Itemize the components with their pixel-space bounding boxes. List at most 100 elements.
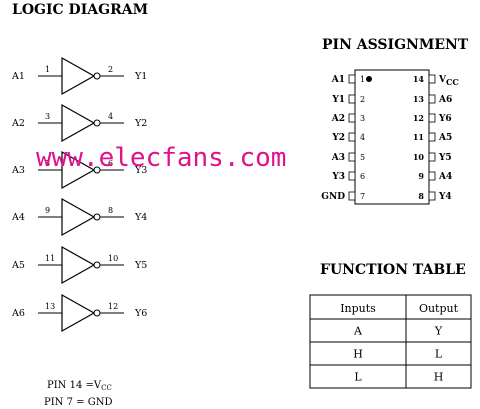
- ic-left-pin: [348, 74, 356, 84]
- gate-input-label: A1: [11, 71, 25, 82]
- ic-right-pin-number: 8: [418, 191, 424, 201]
- pin14-note: PIN 14 =VCC: [47, 380, 112, 392]
- ic-left-pin-label: A2: [331, 114, 345, 124]
- inverter-gate: A4 9 8Y4: [11, 197, 147, 237]
- ic-right-pin-number: 11: [413, 132, 424, 142]
- ic-right-pin-label: VCC: [438, 75, 459, 87]
- ic-right-pin-label: Y4: [438, 192, 452, 202]
- ic-left-pin-number: 7: [360, 192, 365, 201]
- gate-output-label: Y4: [134, 212, 147, 223]
- table-cell: H: [353, 348, 363, 361]
- ic-left-pin-label: GND: [321, 192, 345, 202]
- ic-left-pin-number: 6: [360, 172, 365, 181]
- ic-left-pin: [348, 94, 356, 104]
- ic-right-pin-label: Y5: [438, 153, 452, 163]
- ic-left-pin-label: Y3: [331, 172, 345, 182]
- gate-output-pin-number: 8: [108, 206, 113, 215]
- ic-left-pin: [348, 113, 356, 123]
- inverter-gate: A3 5 6Y3: [11, 150, 147, 190]
- ic-right-pin-label: A5: [438, 133, 452, 143]
- table-cell: Y: [434, 325, 443, 338]
- gate-input-label: A3: [11, 165, 25, 176]
- inversion-bubble: [93, 213, 101, 221]
- ic-left-pin-number: 1: [360, 75, 365, 84]
- ic-left-pin-label: A3: [331, 153, 345, 163]
- ic-right-pin-label: A4: [438, 172, 452, 182]
- table-header-cell: Inputs: [340, 302, 376, 315]
- table-header-cell: Output: [419, 302, 459, 315]
- gate-output-pin-number: 2: [108, 65, 113, 74]
- gate-input-label: A2: [11, 118, 25, 129]
- ic-left-pin-label: Y1: [331, 95, 345, 105]
- gate-input-label: A4: [11, 212, 25, 223]
- function-table-title: FUNCTION TABLE: [320, 262, 466, 278]
- gate-output-label: Y6: [134, 308, 147, 319]
- ic-right-pin-number: 10: [413, 152, 425, 162]
- table-cell: L: [435, 348, 443, 361]
- ic-right-pin-number: 9: [418, 171, 424, 181]
- buffer-triangle: [61, 245, 96, 285]
- buffer-triangle: [61, 197, 96, 237]
- gate-output-pin-number: 10: [108, 254, 118, 263]
- ic-right-pin: [428, 152, 436, 162]
- ic-right-pin-label: A6: [438, 95, 452, 105]
- ic-left-pin-number: 3: [360, 114, 365, 123]
- watermark-text: www.elecfans.com: [36, 143, 286, 173]
- gate-output-pin-number: 12: [108, 302, 118, 311]
- ic-left-pin-label: Y2: [331, 133, 345, 143]
- ic-left-pin-number: 5: [360, 153, 365, 162]
- gate-input-pin-number: 13: [45, 302, 55, 311]
- pin7-note: PIN 7 = GND: [44, 397, 112, 408]
- ic-right-pin: [428, 113, 436, 123]
- ic-left-pin-label: A1: [331, 75, 345, 85]
- ic-left-pin: [348, 152, 356, 162]
- table-cell: A: [353, 325, 363, 338]
- ic-right-pin-number: 14: [413, 74, 425, 84]
- gate-input-pin-number: 9: [45, 206, 50, 215]
- table-cell: L: [354, 371, 362, 384]
- buffer-triangle: [61, 150, 96, 190]
- ic-right-pin: [428, 191, 436, 201]
- pin1-marker-dot: [366, 76, 372, 82]
- inverter-gate: A2 3 4Y2: [11, 103, 147, 143]
- gate-output-label: Y3: [134, 165, 147, 176]
- inversion-bubble: [93, 309, 101, 317]
- buffer-triangle: [61, 103, 96, 143]
- ic-right-pin: [428, 171, 436, 181]
- ic-right-pin: [428, 94, 436, 104]
- gate-input-label: A5: [11, 260, 25, 271]
- pin-assignment-title: PIN ASSIGNMENT: [322, 37, 469, 53]
- buffer-triangle: [61, 56, 96, 96]
- ic-right-pin: [428, 74, 436, 84]
- ic-right-pin-number: 13: [413, 94, 425, 104]
- gate-input-pin-number: 5: [45, 159, 50, 168]
- ic-right-pin-number: 12: [413, 113, 424, 123]
- gate-output-label: Y5: [134, 260, 147, 271]
- ic-left-pin-number: 4: [360, 133, 365, 142]
- gate-output-label: Y1: [134, 71, 147, 82]
- ic-right-pin-label: Y6: [438, 114, 452, 124]
- gate-output-label: Y2: [134, 118, 147, 129]
- logic-diagram-title: LOGIC DIAGRAM: [12, 2, 148, 18]
- ic-right-pin: [428, 132, 436, 142]
- gate-output-pin-number: 6: [108, 159, 113, 168]
- gate-output-pin-number: 4: [108, 112, 113, 121]
- gate-input-label: A6: [11, 308, 25, 319]
- ic-left-pin-number: 2: [360, 95, 365, 104]
- inversion-bubble: [93, 72, 101, 80]
- table-cell: H: [434, 371, 444, 384]
- inversion-bubble: [93, 119, 101, 127]
- ic-left-pin: [348, 191, 356, 201]
- gate-input-pin-number: 3: [45, 112, 50, 121]
- buffer-triangle: [61, 293, 96, 333]
- ic-left-pin: [348, 171, 356, 181]
- gate-input-pin-number: 1: [45, 65, 50, 74]
- gate-input-pin-number: 11: [45, 254, 55, 263]
- inversion-bubble: [93, 261, 101, 269]
